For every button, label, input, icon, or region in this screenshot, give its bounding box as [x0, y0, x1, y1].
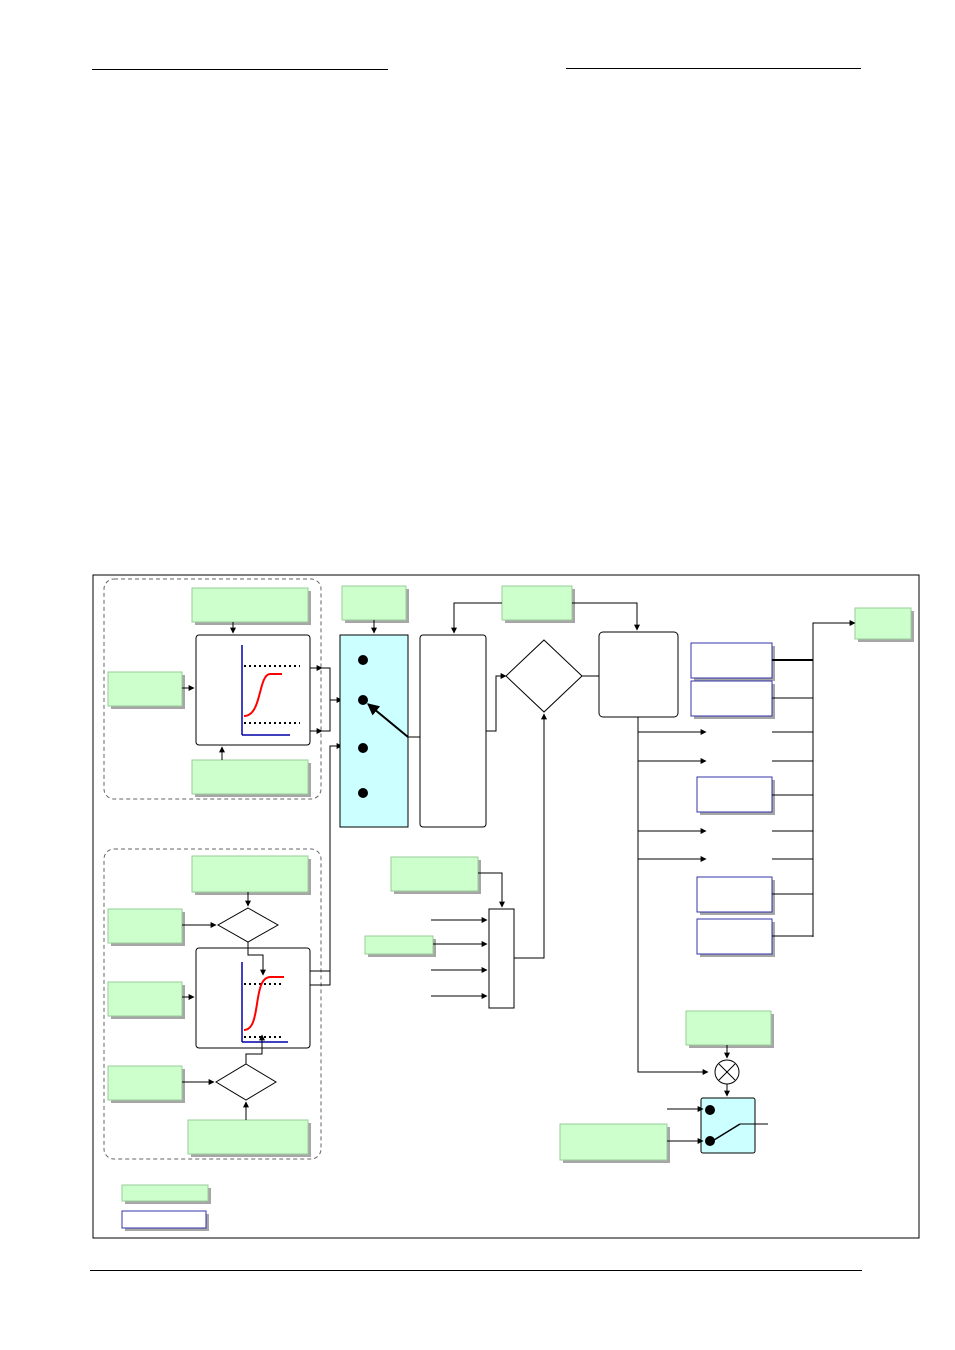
header-rule-left [92, 69, 388, 70]
connector [320, 700, 331, 732]
connector [310, 743, 343, 986]
output-block [598, 631, 679, 718]
param-box-lower-left-3 [107, 1065, 183, 1101]
param-box-lower-top [191, 855, 309, 893]
monitor-box-2 [690, 680, 773, 717]
monitor-box-5 [696, 918, 773, 955]
param-box-upper-top [191, 587, 309, 623]
param-box-gain [685, 1010, 772, 1046]
connector [245, 1034, 265, 1064]
connector [320, 667, 343, 703]
switch-contact [358, 788, 368, 798]
param-box-mux-input [364, 935, 434, 955]
lower-curve-block [195, 947, 311, 1049]
param-box-upper-bottom [191, 759, 309, 795]
param-box-lower-bottom [187, 1119, 309, 1155]
header-rule-right [566, 68, 861, 69]
multiplexer-block [488, 908, 515, 1009]
switch-arm [713, 1123, 741, 1141]
param-box-output [854, 607, 912, 640]
lower-diamond-bottom [215, 1063, 277, 1101]
lower-dashed-group [103, 848, 322, 1160]
footer-rule [90, 1270, 862, 1271]
selector-switch-block [339, 634, 409, 828]
comparator-diamond [505, 639, 583, 713]
upper-dashed-group [103, 578, 322, 800]
param-box-switch-select [341, 585, 407, 621]
legend-param-swatch [121, 1184, 209, 1202]
param-box-lower-left-2 [107, 981, 183, 1017]
diagram-frame [92, 574, 920, 1239]
connector [478, 872, 505, 908]
connector [572, 602, 640, 631]
lower-curve-sigmoid [243, 976, 284, 1031]
param-box-lower-left-1 [107, 908, 183, 944]
legend-monitor-swatch [121, 1210, 207, 1229]
monitor-box-4 [696, 876, 773, 913]
multiplier-cross [718, 1063, 736, 1081]
monitor-box-1 [690, 642, 773, 679]
switch-contact [358, 655, 368, 665]
process-block [419, 634, 487, 828]
connector [486, 673, 507, 732]
switch-contact [358, 743, 368, 753]
monitor-box-3 [696, 776, 773, 813]
param-box-switch-control [559, 1123, 668, 1161]
connector [514, 713, 547, 959]
upper-curve-sigmoid [243, 673, 282, 717]
switch-arm [367, 703, 409, 738]
switch-contact [705, 1136, 715, 1146]
connector [247, 942, 266, 976]
param-box-upper-left [107, 671, 183, 707]
param-box-mux-select [390, 856, 479, 892]
switch-contact [358, 695, 368, 705]
connector [812, 620, 856, 937]
upper-curve-block [195, 634, 311, 746]
param-box-process-top [501, 585, 573, 621]
connector [637, 717, 709, 1075]
connector [451, 602, 502, 634]
switch-contact [705, 1105, 715, 1115]
lower-diamond-top [216, 907, 280, 943]
